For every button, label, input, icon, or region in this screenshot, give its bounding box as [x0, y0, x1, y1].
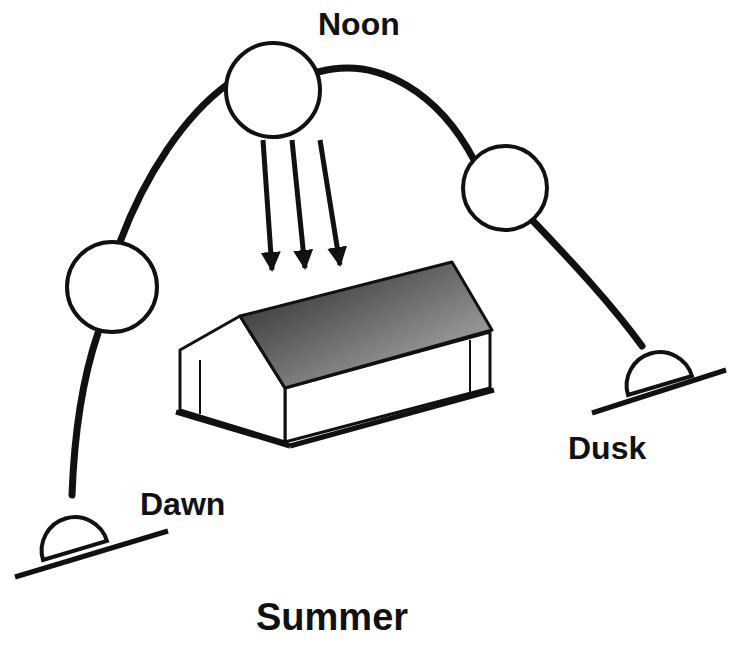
season-caption: Summer	[256, 598, 408, 636]
time-label: Dawn	[140, 488, 225, 520]
time-label: Noon	[318, 8, 400, 40]
sun-rays	[263, 140, 340, 270]
house	[176, 262, 494, 446]
sun-circles	[67, 43, 547, 332]
time-label: Dusk	[568, 432, 646, 464]
